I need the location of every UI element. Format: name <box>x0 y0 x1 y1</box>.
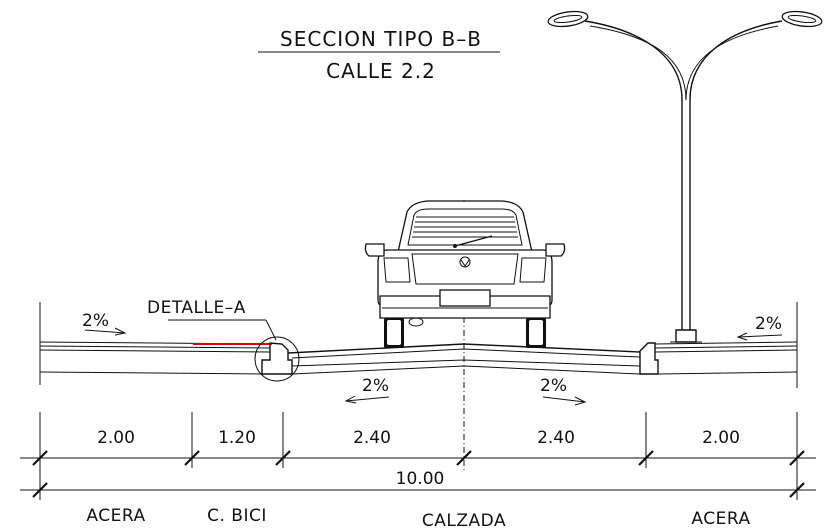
dim-lane-left: 2.40 <box>353 428 391 448</box>
title-block: SECCION TIPO B–B CALLE 2.2 <box>258 27 500 83</box>
slope-left-roadway: 2% <box>362 376 389 396</box>
detail-label: DETALLE–A <box>147 298 246 318</box>
label-left-sidewalk: ACERA <box>86 506 145 526</box>
section-title: SECCION TIPO B–B <box>280 27 482 51</box>
dim-left-sidewalk: 2.00 <box>97 428 135 448</box>
exhaust-icon <box>408 317 424 327</box>
ground-profile <box>39 200 798 470</box>
detail-circle <box>254 336 300 382</box>
detail-callout: DETALLE–A <box>147 298 300 382</box>
mirror-left-icon <box>364 243 385 257</box>
zone-labels: ACERA C. BICI CALZADA ACERA <box>86 506 750 531</box>
dim-lane-right: 2.40 <box>537 428 575 448</box>
car-badge-icon <box>459 256 471 268</box>
dim-bike-lane: 1.20 <box>218 428 256 448</box>
dim-right-sidewalk: 2.00 <box>702 428 740 448</box>
right-curb <box>639 342 659 375</box>
slope-annotations: 2% 2% 2% 2% <box>82 311 783 406</box>
dimension-lines: 2.00 1.20 2.40 2.40 2.00 10.00 <box>20 412 816 500</box>
slope-left-sidewalk: 2% <box>82 311 109 331</box>
street-name: CALLE 2.2 <box>326 59 436 83</box>
label-right-sidewalk: ACERA <box>691 509 750 529</box>
street-lamp <box>547 10 823 343</box>
lamp-head-left-icon <box>547 10 589 28</box>
lamp-head-right-icon <box>781 10 823 28</box>
slope-right-roadway: 2% <box>540 376 567 396</box>
label-bike-lane: C. BICI <box>207 506 267 526</box>
dim-total: 10.00 <box>396 469 445 489</box>
slope-right-sidewalk: 2% <box>755 314 782 334</box>
label-roadway: CALZADA <box>422 511 506 531</box>
car-rear-view-icon <box>364 200 566 348</box>
mirror-right-icon <box>545 243 566 257</box>
left-curb <box>261 342 293 375</box>
